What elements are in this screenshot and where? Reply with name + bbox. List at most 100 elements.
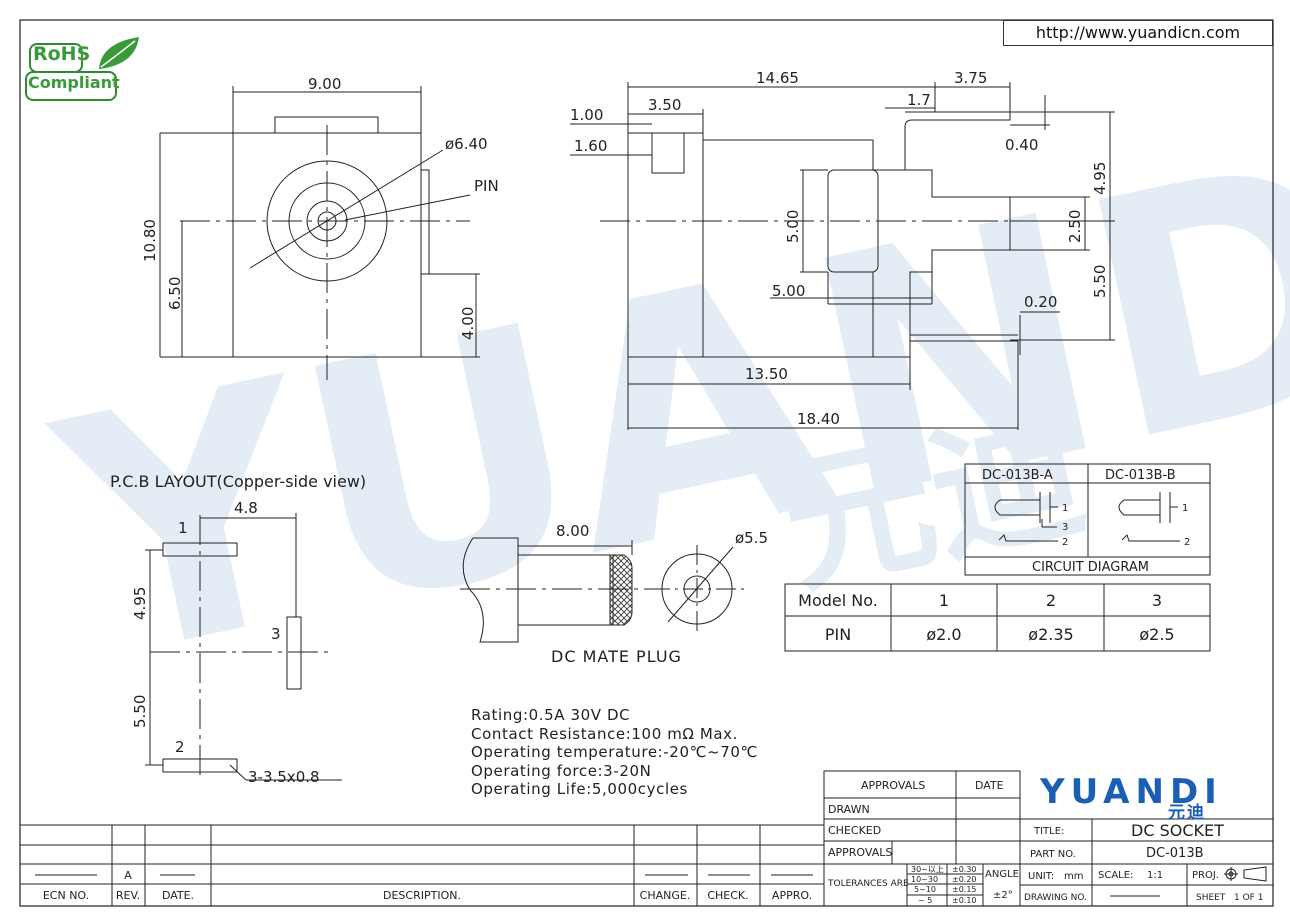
dim-1-60: 1.60 — [574, 137, 607, 155]
title-block-text: APPROVALS DATE DRAWN CHECKED APPROVALS T… — [827, 779, 1263, 905]
dim-1-7: 1.7 — [907, 91, 931, 109]
tb-part-value: DC-013B — [1146, 846, 1204, 861]
tb-scale-label: SCALE: — [1098, 870, 1133, 881]
circuit-b-pin1: 1 — [1182, 503, 1188, 514]
rev-header-appro: APPRO. — [772, 889, 812, 902]
watermark-text: YUANDI — [29, 57, 1290, 735]
circuit-a-pin3: 3 — [1062, 522, 1068, 533]
yuandi-logo: YUANDI 元迪 — [1040, 770, 1255, 823]
pcb-pad-2: 2 — [175, 738, 185, 756]
tb-drawing-label: DRAWING NO. — [1024, 893, 1087, 903]
rev-header-description: DESCRIPTION. — [383, 889, 461, 902]
plug-dim-diameter: ø5.5 — [735, 529, 768, 547]
tb-angle: ANGLE — [985, 869, 1019, 880]
mate-plug-labels: 8.00 ø5.5 DC MATE PLUG — [551, 522, 768, 666]
pin-table-header-3: 3 — [1152, 591, 1162, 610]
dim-center-h: 6.50 — [166, 277, 184, 310]
front-view — [159, 86, 480, 380]
rev-header-check: CHECK. — [707, 889, 748, 902]
pcb-pad-3: 3 — [271, 625, 281, 643]
dim-0-40: 0.40 — [1005, 136, 1038, 154]
mate-plug — [460, 537, 745, 643]
tb-checked: CHECKED — [828, 824, 881, 837]
tb-tol-value-3: ±0.15 — [952, 885, 977, 894]
tb-tol-range-1: 30~以上 — [911, 865, 944, 874]
pcb-title: P.C.B LAYOUT(Copper-side view) — [110, 472, 366, 491]
pcb-pad-1: 1 — [178, 519, 188, 537]
rohs-label: RoHS — [33, 43, 91, 65]
dim-14-65: 14.65 — [756, 69, 799, 87]
circuit-model-a: DC-013B-A — [982, 468, 1053, 483]
tb-sheet-label: SHEET — [1196, 893, 1226, 903]
tb-scale-value: 1:1 — [1147, 870, 1163, 881]
front-view-dims: 9.00 10.80 6.50 4.00 ø6.40 PIN — [141, 75, 499, 340]
tb-approvals-header: APPROVALS — [861, 779, 925, 792]
dim-0-20: 0.20 — [1024, 293, 1057, 311]
pin-table-row-label: PIN — [825, 625, 851, 644]
circuit-a-pin1: 1 — [1062, 503, 1068, 514]
tb-approvals: APPROVALS — [828, 846, 892, 859]
title-block-grid — [19, 770, 1273, 907]
rev-rev-value: A — [124, 869, 132, 882]
plug-title: DC MATE PLUG — [551, 647, 682, 666]
tb-sheet-value: 1 OF 1 — [1234, 893, 1263, 903]
circuit-title: CIRCUIT DIAGRAM — [1032, 560, 1149, 575]
tb-tol-value-2: ±0.20 — [952, 875, 977, 884]
pin-table — [784, 583, 1211, 652]
pin-table-header-2: 2 — [1046, 591, 1056, 610]
dim-13-50: 13.50 — [745, 365, 788, 383]
tb-tol-range-2: 10~30 — [911, 875, 938, 884]
rohs-badge-bottom — [25, 71, 117, 101]
watermark: YUANDI 元迪 — [29, 57, 1290, 735]
pcb-layout — [145, 513, 342, 781]
pin-table-cell-3: ø2.5 — [1139, 625, 1174, 644]
spec-rating: Rating:0.5A 30V DC — [471, 706, 631, 724]
spec-operating-life: Operating Life:5,000cycles — [471, 780, 688, 798]
rev-header-change: CHANGE. — [640, 889, 691, 902]
spec-operating-force: Operating force:3-20N — [471, 761, 652, 780]
leaf-icon — [99, 37, 139, 69]
circuit-model-b: DC-013B-B — [1105, 468, 1176, 483]
pcb-dim-4-95: 4.95 — [131, 587, 149, 620]
plug-dim-length: 8.00 — [556, 522, 589, 540]
dim-1-00: 1.00 — [570, 106, 603, 124]
pcb-hole-note: 3-3.5x0.8 — [248, 768, 320, 786]
circuit-diagram-labels: DC-013B-A DC-013B-B 1 3 2 1 2 CIRCUIT DI… — [982, 468, 1190, 575]
dim-18-40: 18.40 — [797, 410, 840, 428]
dim-3-50: 3.50 — [648, 96, 681, 114]
rohs-compliant-label: Compliant — [28, 73, 120, 92]
tb-unit-label: UNIT: — [1028, 871, 1054, 882]
pin-table-header-1: 1 — [939, 591, 949, 610]
projection-symbol — [1224, 866, 1267, 882]
dim-5-50: 5.50 — [1091, 265, 1109, 298]
dim-5-00-h: 5.00 — [772, 282, 805, 300]
revision-block-text: A ECN NO. REV. DATE. DESCRIPTION. CHANGE… — [43, 869, 812, 902]
dim-4-95: 4.95 — [1091, 162, 1109, 195]
tb-title-value: DC SOCKET — [1131, 821, 1224, 840]
pin-table-cell-2: ø2.35 — [1028, 625, 1073, 644]
tb-title-label: TITLE: — [1033, 826, 1064, 837]
tb-unit-value: mm — [1064, 871, 1083, 882]
tb-tol-value-1: ±0.30 — [952, 865, 977, 874]
circuit-diagram — [964, 463, 1211, 576]
pcb-dim-4-8: 4.8 — [234, 499, 258, 517]
side-view-dims: 14.65 3.75 1.00 3.50 1.60 1.7 0.40 4.95 … — [570, 69, 1109, 428]
pin-table-header-model: Model No. — [798, 591, 878, 610]
tb-proj-label: PROJ. — [1192, 870, 1219, 881]
tb-tol-value-4: ±0.10 — [952, 896, 977, 905]
dim-height: 10.80 — [141, 219, 159, 262]
tb-tolerances: TOLERANCES ARE — [827, 879, 909, 889]
logo-cn-text: 元迪 — [1168, 803, 1206, 823]
pin-table-cell-1: ø2.0 — [926, 625, 961, 644]
tb-part-label: PART NO. — [1030, 849, 1076, 860]
rohs-badge: RoHS Compliant — [25, 35, 145, 101]
dim-width: 9.00 — [308, 75, 341, 93]
pcb-layout-labels: P.C.B LAYOUT(Copper-side view) 4.8 4.95 … — [110, 472, 366, 786]
rev-header-ecn: ECN NO. — [43, 889, 89, 902]
pin-label: PIN — [474, 177, 499, 195]
rohs-badge-top — [29, 43, 83, 73]
circuit-b-pin2: 2 — [1184, 537, 1190, 548]
rev-header-rev: REV. — [116, 889, 140, 902]
